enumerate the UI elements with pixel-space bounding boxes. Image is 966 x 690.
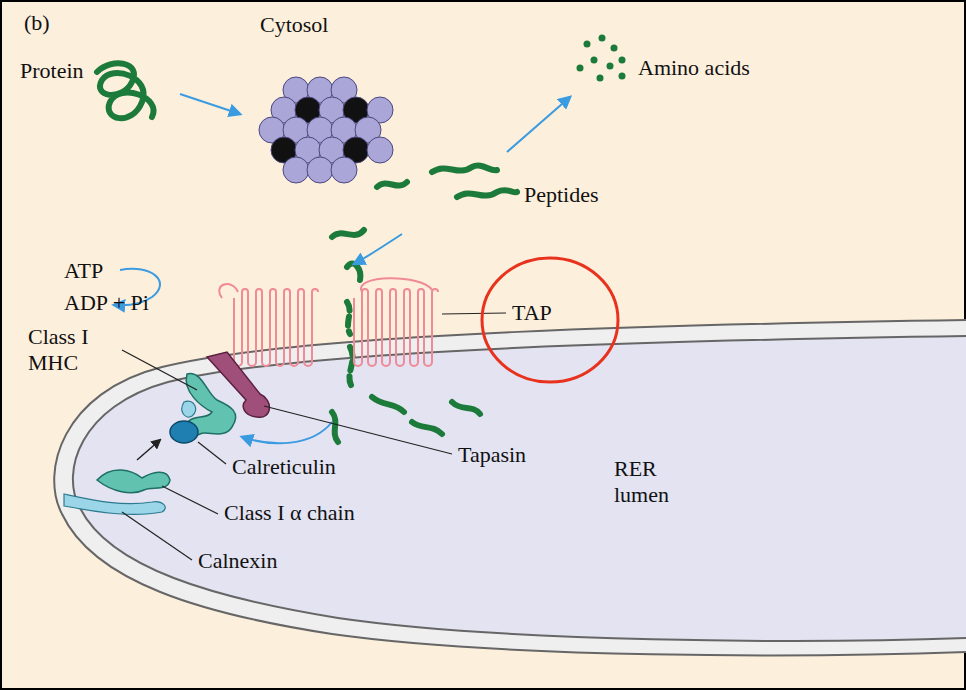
region-label: RER lumen bbox=[614, 456, 684, 509]
amino-acids bbox=[577, 35, 626, 82]
part-label: Peptides bbox=[524, 182, 599, 208]
flow-arrow bbox=[180, 94, 240, 114]
er-lumen bbox=[73, 336, 966, 641]
class-i-alpha bbox=[97, 470, 170, 493]
beta2m bbox=[182, 401, 196, 417]
part-label: Protein bbox=[20, 58, 84, 84]
region-label: Cytosol bbox=[260, 12, 328, 38]
part-label: TAP bbox=[512, 300, 552, 326]
panel-letter: (b) bbox=[24, 10, 50, 36]
protein-chain bbox=[97, 63, 154, 118]
part-label: Amino acids bbox=[638, 55, 750, 81]
highlight-circle bbox=[482, 258, 618, 382]
molecule-label: ADP + Pi bbox=[64, 290, 149, 316]
flow-arrow bbox=[507, 97, 570, 152]
proteasome bbox=[259, 77, 393, 183]
flow-arrow bbox=[354, 234, 402, 264]
calreticulin-shape bbox=[170, 421, 198, 443]
leader-lines bbox=[122, 313, 506, 560]
part-label: Tapasin bbox=[458, 442, 526, 468]
flow-arrow bbox=[242, 422, 332, 443]
peptides bbox=[332, 166, 517, 442]
molecule-label: ATP bbox=[64, 258, 103, 284]
tap-transporter bbox=[219, 278, 438, 366]
part-label: Calnexin bbox=[198, 548, 277, 574]
calnexin-shape bbox=[64, 494, 165, 514]
part-label: Class I MHC bbox=[28, 324, 123, 377]
part-label: Calreticulin bbox=[232, 454, 336, 480]
assembly-arrow bbox=[137, 440, 160, 460]
part-label: Class I α chain bbox=[224, 500, 355, 526]
